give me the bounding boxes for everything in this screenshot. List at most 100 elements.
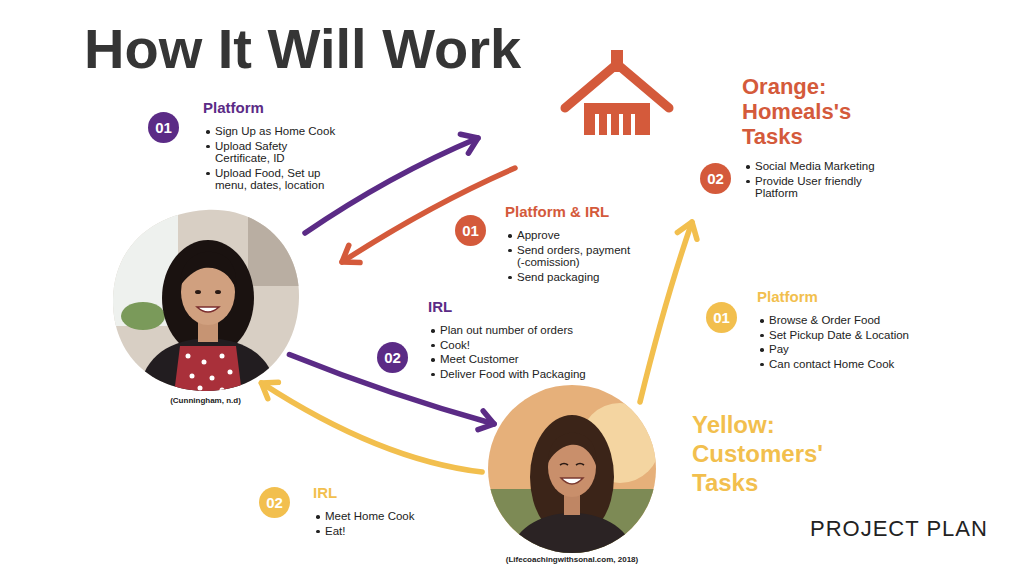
photo-credit: (Lifecoachingwithsonal.com, 2018) <box>488 555 656 565</box>
task-heading: IRL <box>428 298 598 316</box>
task-bullet: Upload Safety Certificate, ID <box>203 140 343 165</box>
photo-portrait: (Lifecoachingwithsonal.com, 2018) <box>488 385 656 565</box>
house-slat <box>595 114 599 135</box>
task-column: IRLPlan out number of ordersCook!Meet Cu… <box>428 298 598 382</box>
task-bullet: Meet Customer <box>428 353 598 366</box>
task-heading: Platform <box>203 99 343 117</box>
customer-eye <box>560 464 568 466</box>
task-bullet: Social Media Marketing <box>743 160 883 173</box>
badge-number: 01 <box>155 120 172 135</box>
arrow-line <box>640 222 692 402</box>
task-bullet: Can contact Home Cook <box>757 358 927 371</box>
footer-label: PROJECT PLAN <box>810 516 988 542</box>
house-slat <box>607 114 611 135</box>
task-bullet: Provide User friendly Platform <box>743 175 883 200</box>
task-column: Platform & IRL ApproveSend orders, paymen… <box>505 203 640 285</box>
customer-eye <box>576 464 584 466</box>
badge-number: 02 <box>707 171 724 186</box>
task-group: 01 PlatformBrowse & Order FoodSet Pickup … <box>706 288 927 372</box>
task-bullet: Meet Home Cook <box>313 510 433 523</box>
house-body <box>584 103 650 135</box>
homeals-to-cook-arrow <box>342 168 515 263</box>
cook-body <box>138 338 278 394</box>
house-roof <box>565 64 669 108</box>
task-group: 01 PlatformSign Up as Home CookUpload Saf… <box>148 99 343 194</box>
portrait-scene <box>108 206 303 394</box>
homeals-house-icon <box>565 50 669 135</box>
task-group: 02 IRLPlan out number of ordersCook!Meet … <box>377 298 598 382</box>
task-heading: Platform & IRL <box>505 203 640 221</box>
cook-hair <box>162 240 254 356</box>
customer-body <box>508 513 636 553</box>
house-slat <box>631 114 635 135</box>
task-group: 02 Social Media MarketingProvide User fri… <box>700 160 883 202</box>
task-bullet: Send packaging <box>505 271 640 284</box>
cook-eye <box>215 290 221 294</box>
kitchen-wall <box>108 206 303 394</box>
task-heading: IRL <box>313 484 433 502</box>
task-bullet: Upload Food, Set up menu, dates, locatio… <box>203 167 343 192</box>
kitchen-cabinet <box>248 206 303 286</box>
flow-arrow <box>261 382 482 472</box>
arrow-line <box>261 383 482 472</box>
task-bullet: Eat! <box>313 525 433 538</box>
photo-portrait: (Cunningham, n.d) <box>108 206 303 406</box>
task-column: IRL Meet Home CookEat! <box>313 484 433 539</box>
color-key-heading: Yellow: Customers' Tasks <box>692 410 852 497</box>
number-badge: 02 <box>377 342 408 373</box>
task-group: 01 Platform & IRL ApproveSend orders, paym… <box>455 203 640 285</box>
apron-dot <box>210 376 215 381</box>
meadow <box>488 489 656 553</box>
task-column: Social Media MarketingProvide User frien… <box>743 160 883 202</box>
task-column: PlatformSign Up as Home CookUpload Safet… <box>203 99 343 194</box>
portrait-illustration <box>488 385 656 553</box>
kitchen-plant <box>121 302 165 330</box>
apron-dot <box>198 386 203 391</box>
task-bullet: Send orders, payment (-comission) <box>505 244 640 269</box>
arrow-head <box>677 222 697 239</box>
arrow-head <box>478 411 494 430</box>
cook-fringe <box>180 252 236 290</box>
portrait-scene <box>488 385 656 553</box>
number-badge: 02 <box>259 487 290 518</box>
badge-number: 02 <box>384 350 401 365</box>
arrow-head <box>261 382 278 398</box>
apron-dot <box>186 354 191 359</box>
apron-dot <box>228 370 233 375</box>
task-bullet: Sign Up as Home Cook <box>203 125 343 138</box>
portrait-illustration <box>108 206 303 394</box>
task-bullet: Browse & Order Food <box>757 314 927 327</box>
apron-dot <box>202 360 207 365</box>
task-column: PlatformBrowse & Order FoodSet Pickup Da… <box>757 288 927 372</box>
badge-number: 01 <box>713 310 730 325</box>
number-badge: 01 <box>455 215 486 246</box>
color-key-heading: Orange: Homeals's Tasks <box>742 74 902 149</box>
cook-apron <box>174 346 242 394</box>
cook-smile <box>197 307 219 312</box>
task-bullet: Set Pickup Date & Location <box>757 329 927 342</box>
task-bullet: Pay <box>757 343 927 356</box>
house-slat <box>619 114 623 135</box>
arrow-head <box>460 134 478 153</box>
task-heading: Platform <box>757 288 927 306</box>
task-bullet: Cook! <box>428 339 598 352</box>
apron-dot <box>220 388 225 393</box>
arrow-line <box>305 138 478 233</box>
customer-fringe <box>548 433 596 465</box>
cook-eye <box>195 290 201 294</box>
task-bullet: Approve <box>505 229 640 242</box>
number-badge: 02 <box>700 163 731 194</box>
apron-dot <box>190 374 195 379</box>
photo-credit: (Cunningham, n.d) <box>108 396 303 406</box>
number-badge: 01 <box>706 302 737 333</box>
slide-title: How It Will Work <box>84 21 521 77</box>
customer-to-homeals-arrow <box>640 222 697 402</box>
task-bullet: Deliver Food with Packaging <box>428 368 598 381</box>
customer-smile <box>561 478 583 484</box>
badge-number: 02 <box>266 495 283 510</box>
arrow-line <box>342 168 515 262</box>
arrow-head <box>342 245 360 262</box>
apron-dot <box>220 354 225 359</box>
